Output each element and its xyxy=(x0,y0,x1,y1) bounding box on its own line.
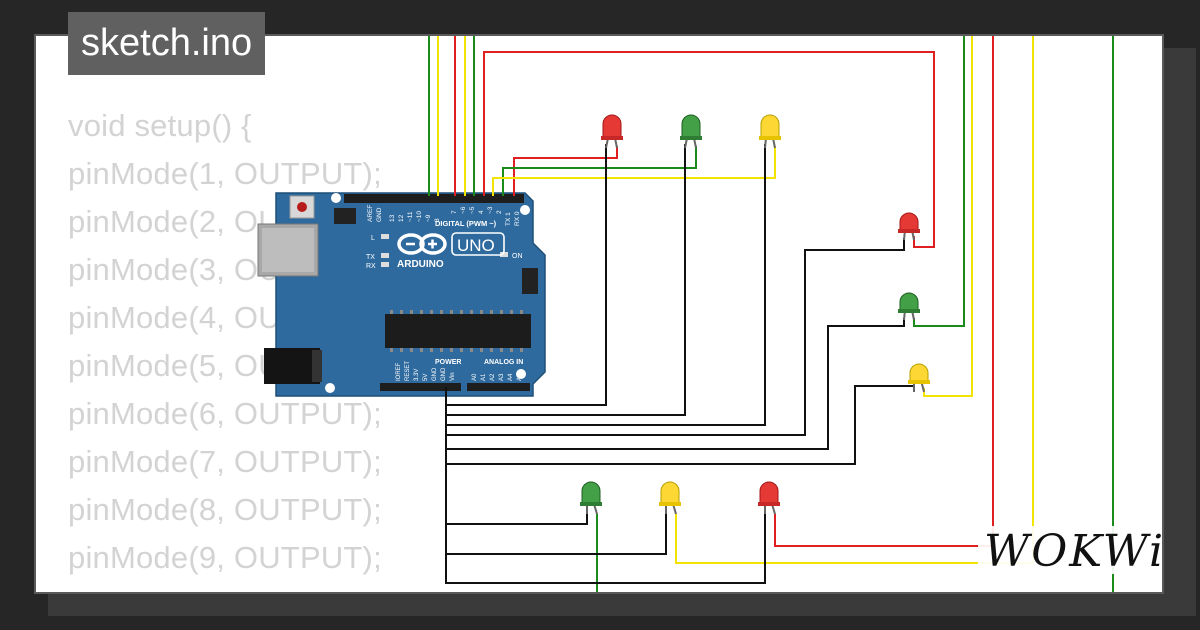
wire-black[interactable] xyxy=(446,144,766,426)
analog-pin-label: A0 xyxy=(472,373,478,381)
pin-label: 8 xyxy=(434,218,441,222)
led[interactable] xyxy=(759,114,781,149)
wire-black[interactable] xyxy=(446,144,686,416)
led[interactable] xyxy=(758,481,780,515)
led[interactable] xyxy=(898,292,920,321)
power-pin-label: 3.3V xyxy=(414,369,420,381)
analog-header xyxy=(467,383,530,391)
aref-label: AREF xyxy=(367,205,374,222)
wire-green[interactable] xyxy=(502,146,697,196)
wire-black[interactable] xyxy=(446,512,588,525)
pin-label: ~11 xyxy=(407,211,414,222)
led[interactable] xyxy=(908,363,930,393)
wire-red[interactable] xyxy=(483,51,935,248)
wokwi-logo-text: WOKWi xyxy=(984,526,1165,577)
led[interactable] xyxy=(898,212,920,241)
analog-pin-label: A2 xyxy=(490,373,496,381)
wire-yellow[interactable] xyxy=(675,36,1034,564)
code-line: pinMode(1, OUTPUT); xyxy=(68,156,382,191)
power-jack xyxy=(264,348,320,384)
analog-pin-label: A3 xyxy=(499,373,505,381)
led[interactable] xyxy=(659,481,681,515)
power-pin-label: RESET xyxy=(405,361,411,381)
pin-label: 4 xyxy=(478,210,485,214)
model-label: UNO xyxy=(457,236,495,255)
icsp-header xyxy=(334,208,356,224)
power-pin-label: GND xyxy=(441,367,447,381)
analog-pin-label: A5 xyxy=(517,373,523,381)
digital-label: DIGITAL (PWM ~) xyxy=(435,219,497,228)
analog-label: ANALOG IN xyxy=(484,359,523,366)
analog-pin-label: A4 xyxy=(508,373,514,381)
digital-header xyxy=(344,194,524,203)
led-rx-label: RX xyxy=(366,263,376,270)
wire-black[interactable] xyxy=(446,144,607,406)
code-line: void setup() { xyxy=(68,108,252,143)
power-label: POWER xyxy=(435,359,461,366)
brand-label: ARDUINO xyxy=(397,259,444,270)
power-pin-label: IOREF xyxy=(396,362,402,381)
wire-red[interactable] xyxy=(774,36,994,547)
led-l-label: L xyxy=(371,235,375,242)
pin-label: ~9 xyxy=(425,214,432,222)
led[interactable] xyxy=(601,114,623,149)
wire-black[interactable] xyxy=(446,512,667,555)
wire-black[interactable] xyxy=(446,238,905,436)
pin-label: ~6 xyxy=(460,206,467,214)
pin-label: ~3 xyxy=(487,206,494,214)
wire-black[interactable] xyxy=(445,387,766,584)
pin-label: 2 xyxy=(496,210,503,214)
pin-label: 7 xyxy=(451,210,458,214)
power-header xyxy=(380,383,461,391)
arduino-logo-icon xyxy=(397,233,447,255)
pin-label: ~5 xyxy=(469,206,476,214)
code-line: pinMode(6, OUTPUT); xyxy=(68,396,382,431)
led[interactable] xyxy=(680,114,702,149)
pin-label: 13 xyxy=(389,214,396,222)
code-line: pinMode(7, OUTPUT); xyxy=(68,444,382,479)
analog-pin-label: A1 xyxy=(481,373,487,381)
wire-green[interactable] xyxy=(913,36,965,327)
sketch-title: sketch.ino xyxy=(68,12,266,75)
microcontroller-chip xyxy=(385,314,531,348)
pin-label: ~10 xyxy=(416,211,423,222)
pin-label: TX 1 xyxy=(505,212,512,226)
wire-red[interactable] xyxy=(513,146,618,196)
pin-label: RX 0 xyxy=(514,211,521,226)
led-on-label: ON xyxy=(512,253,523,260)
arduino-uno-board[interactable]: AREF GND 13 12 ~11 ~10 ~9 8 7 ~6 ~5 4 ~3… xyxy=(257,192,546,397)
wire-black[interactable] xyxy=(446,318,905,450)
led[interactable] xyxy=(580,481,602,515)
code-line: pinMode(9, OUTPUT); xyxy=(68,540,382,575)
wire-yellow[interactable] xyxy=(492,146,776,196)
led-tx-label: TX xyxy=(366,254,375,261)
gnd-label: GND xyxy=(376,207,383,222)
pin-label: 12 xyxy=(398,214,405,222)
wokwi-logo: WOKWi xyxy=(978,526,1165,577)
power-pin-label: Vin xyxy=(450,372,456,381)
power-pin-label: 5V xyxy=(423,374,429,381)
power-pin-label: GND xyxy=(432,367,438,381)
code-line: pinMode(8, OUTPUT); xyxy=(68,492,382,527)
